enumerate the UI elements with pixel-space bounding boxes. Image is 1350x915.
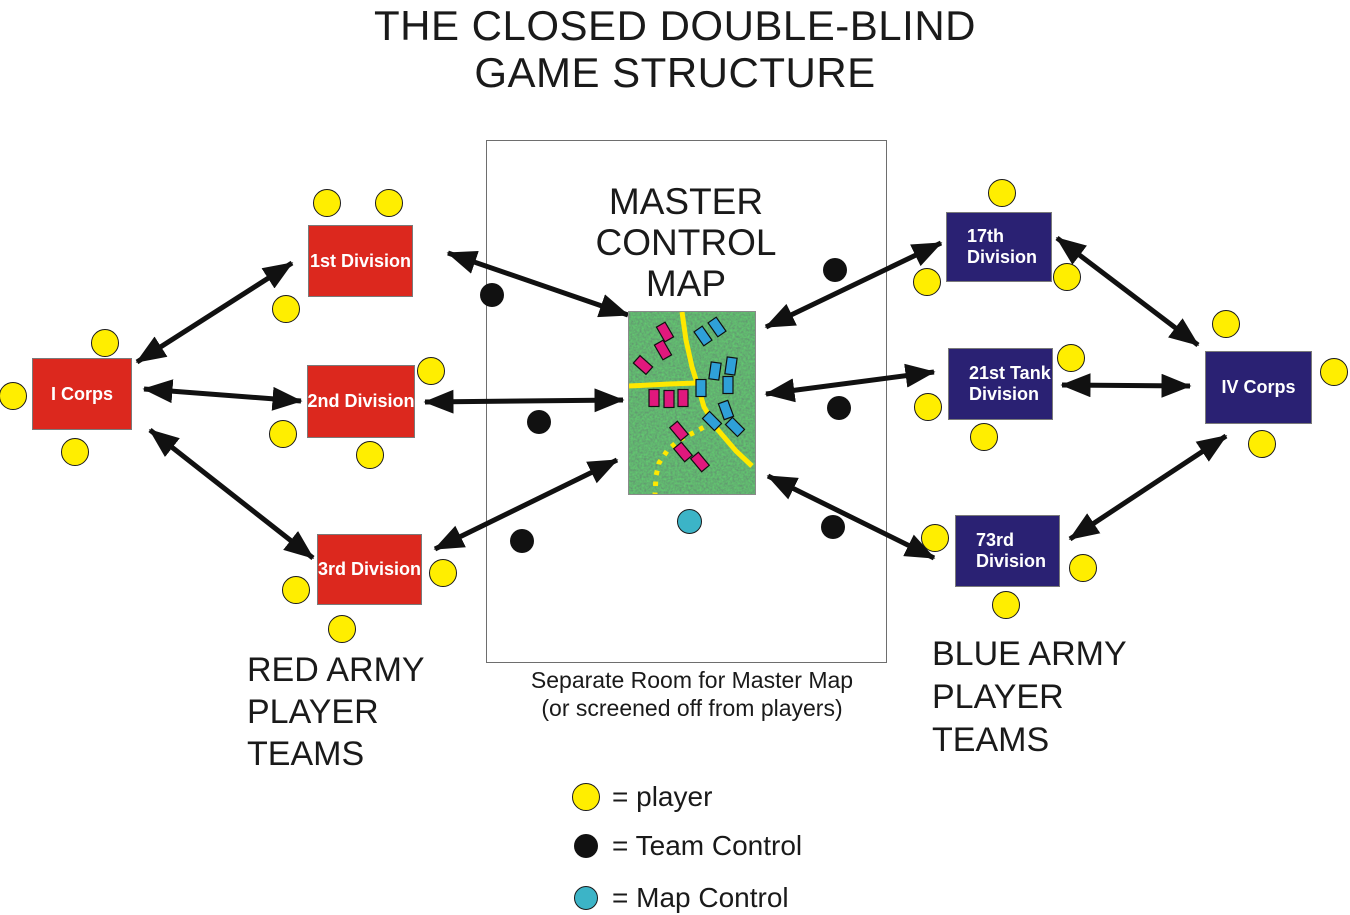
red-army-teams-label: RED ARMY PLAYER TEAMS (247, 651, 425, 773)
map-unit-blue (695, 378, 707, 398)
player-circle (91, 329, 119, 357)
player-circle (328, 615, 356, 643)
map-road-west-road (629, 380, 698, 389)
player-circle (0, 382, 27, 410)
player-circle (272, 295, 300, 323)
node-73rd-division: 73rd Division (955, 515, 1060, 587)
map-unit-red (677, 388, 689, 408)
node-label-73rd-division: 73rd Division (976, 530, 1047, 571)
connection-arrow-10 (1060, 373, 1192, 398)
node-label-2nd-division: 2nd Division (307, 391, 415, 411)
map-unit-red (663, 389, 675, 409)
map-terrain-texture (629, 312, 755, 494)
connection-arrow-0 (135, 260, 294, 365)
team-control-circle (480, 283, 504, 307)
map-unit-red (689, 451, 711, 473)
master-control-map-label: MASTER CONTROL MAP (595, 181, 777, 304)
player-circle (921, 524, 949, 552)
node-21st-tank-division: 21st Tank Division (948, 348, 1053, 420)
map-control-circle (676, 508, 702, 534)
player-circle (282, 576, 310, 604)
node-2nd-division: 2nd Division (307, 365, 415, 438)
team-control-circle (527, 410, 551, 434)
legend-item-team-control: = Team Control (574, 827, 802, 865)
legend-swatch-player (572, 783, 600, 811)
player-circle (269, 420, 297, 448)
map-unit-red (632, 354, 654, 376)
player-circle (1053, 263, 1081, 291)
map-unit-red (668, 420, 690, 442)
node-label-iv-corps: IV Corps (1221, 377, 1296, 397)
node-3rd-division: 3rd Division (317, 534, 422, 605)
team-control-circle (823, 258, 847, 282)
player-circle (313, 189, 341, 217)
node-17th-division: 17th Division (946, 212, 1052, 282)
room-caption: Separate Room for Master Map (or screene… (530, 667, 854, 721)
map-unit-red (655, 321, 675, 343)
map-unit-red (672, 441, 694, 463)
legend-swatch-team-control (574, 834, 598, 858)
player-circle (992, 591, 1020, 619)
map-unit-blue (722, 375, 734, 395)
map-unit-blue (693, 325, 713, 347)
map-unit-red (648, 388, 660, 408)
player-circle (1248, 430, 1276, 458)
player-circle (356, 441, 384, 469)
blue-army-teams-label: BLUE ARMY PLAYER TEAMS (932, 635, 1127, 759)
node-label-21st-tank-division: 21st Tank Division (969, 363, 1051, 404)
legend-item-map-control: = Map Control (574, 879, 789, 915)
map-unit-blue (717, 399, 735, 421)
map-unit-red (653, 339, 673, 361)
legend-label-team-control: = Team Control (612, 830, 803, 861)
map-unit-blue (724, 416, 746, 438)
player-circle (375, 189, 403, 217)
player-circle (988, 179, 1016, 207)
player-circle (61, 438, 89, 466)
node-1st-division: 1st Division (308, 225, 413, 297)
connection-arrow-2 (148, 428, 315, 560)
player-circle (1057, 344, 1085, 372)
map-unit-blue (701, 410, 723, 432)
player-circle (417, 357, 445, 385)
team-control-circle (827, 396, 851, 420)
legend-label-player: = player (612, 781, 713, 812)
player-circle (914, 393, 942, 421)
legend-swatch-map-control (574, 886, 598, 910)
legend-item-player: = player (572, 778, 712, 816)
page-title: THE CLOSED DOUBLE-BLIND GAME STRUCTURE (374, 2, 976, 96)
connection-arrow-1 (142, 379, 303, 411)
map-unit-blue (724, 356, 738, 376)
player-circle (913, 268, 941, 296)
team-control-circle (510, 529, 534, 553)
legend-label-map-control: = Map Control (612, 882, 789, 913)
master-control-map (628, 311, 756, 495)
player-circle (429, 559, 457, 587)
player-circle (970, 423, 998, 451)
node-label-3rd-division: 3rd Division (317, 559, 422, 579)
connection-arrow-9 (1055, 236, 1200, 347)
node-label-1st-division: 1st Division (309, 250, 412, 271)
player-circle (1320, 358, 1348, 386)
node-label-17th-division: 17th Division (967, 226, 1038, 267)
map-unit-blue (708, 361, 722, 381)
node-i-corps: I Corps (32, 358, 132, 430)
player-circle (1212, 310, 1240, 338)
connection-arrow-11 (1068, 433, 1228, 542)
player-circle (1069, 554, 1097, 582)
team-control-circle (821, 515, 845, 539)
node-iv-corps: IV Corps (1205, 351, 1312, 424)
map-unit-blue (707, 316, 727, 338)
node-label-i-corps: I Corps (50, 383, 113, 404)
